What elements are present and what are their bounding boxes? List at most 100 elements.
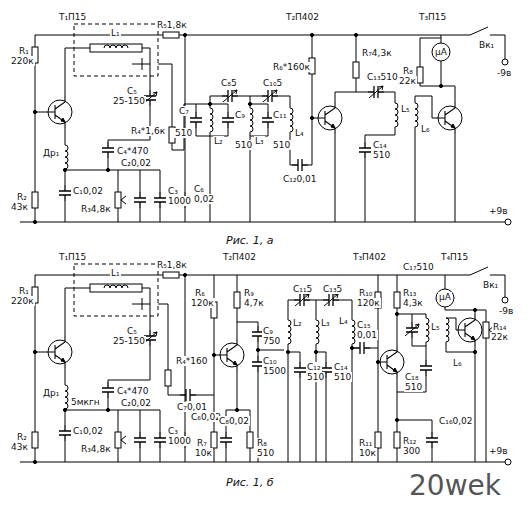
component-label: C₂0,02 bbox=[120, 398, 152, 408]
component-label: L₁ bbox=[110, 28, 121, 38]
component-label: C₁₆0,02 bbox=[438, 416, 474, 426]
component-label: C₁₈ bbox=[404, 372, 420, 382]
component-label: C₄*470 bbox=[116, 146, 150, 156]
component-label: R₉ bbox=[243, 288, 255, 298]
component-label: C₆ bbox=[193, 184, 205, 194]
component-label: R₈ bbox=[256, 438, 268, 448]
component-label: 750 bbox=[262, 336, 281, 346]
component-label: 1500 bbox=[262, 366, 287, 376]
component-label: L₄ bbox=[294, 128, 305, 138]
component-label: L₃ bbox=[320, 318, 331, 328]
component-label: C₁₂0,01 bbox=[282, 174, 318, 184]
component-label: C₃ bbox=[167, 426, 179, 436]
component-label: 510 bbox=[272, 140, 291, 150]
component-label: C₁0,02 bbox=[72, 186, 104, 196]
component-label: T₁П15 bbox=[58, 252, 87, 262]
component-label: 510 bbox=[234, 140, 253, 150]
component-label: L₃ bbox=[254, 136, 265, 146]
component-label: 22к bbox=[398, 76, 417, 86]
component-label: C₂0,02 bbox=[120, 158, 152, 168]
component-label: Вк₁ bbox=[482, 280, 499, 290]
component-label: C₁₀ bbox=[262, 356, 278, 366]
component-label: 5мкгн bbox=[70, 397, 101, 407]
component-label: 220к bbox=[10, 296, 35, 306]
component-label: C₉ bbox=[234, 110, 246, 120]
component-label: L₁ bbox=[110, 268, 121, 278]
component-label: C₁₇510 bbox=[402, 262, 435, 272]
component-label: L₂ bbox=[213, 136, 224, 146]
component-label: C₈5 bbox=[220, 78, 238, 88]
component-label: C₅ bbox=[126, 326, 138, 336]
component-label: R₁₄ bbox=[492, 322, 507, 332]
component-label: R₄*1,6к bbox=[130, 126, 166, 136]
component-label: R₃4,8к bbox=[80, 204, 112, 214]
component-label: 1000 bbox=[167, 436, 192, 446]
component-label: 4,7к bbox=[243, 298, 265, 308]
component-label: Др₁ bbox=[42, 148, 60, 158]
component-label: R₅1,8к bbox=[156, 20, 188, 30]
component-label: R₁ bbox=[18, 46, 30, 56]
component-label: C₁0,02 bbox=[72, 426, 104, 436]
component-label: T₂П402 bbox=[285, 12, 320, 22]
component-label: C₁₀5 bbox=[262, 78, 283, 88]
component-label: T₃П15 bbox=[418, 12, 447, 22]
component-label: C₁₄ bbox=[333, 362, 349, 372]
component-label: C₇ bbox=[178, 106, 190, 116]
component-label: 510 bbox=[174, 128, 193, 138]
component-label: T₃П402 bbox=[352, 252, 387, 262]
component-label: L₆ bbox=[420, 124, 431, 134]
component-label: L₄ bbox=[338, 316, 349, 326]
component-label: R₆*160к bbox=[272, 62, 311, 72]
component-label: 510 bbox=[306, 372, 325, 382]
component-label: C₁₁5 bbox=[292, 284, 313, 294]
component-label: R₅1,8к bbox=[156, 260, 188, 270]
component-label: 10к bbox=[194, 448, 213, 458]
component-label: L₂ bbox=[292, 318, 303, 328]
component-label: 510 bbox=[404, 382, 423, 392]
component-label: R₁₁ bbox=[358, 438, 373, 448]
component-label: R₇4,3к bbox=[361, 48, 393, 58]
component-label: R₇ bbox=[196, 438, 208, 448]
component-label: C₁₄ bbox=[372, 140, 388, 150]
component-label: R₃4,8к bbox=[80, 444, 112, 454]
component-label: L₆ bbox=[452, 358, 463, 368]
component-label: L₅ bbox=[400, 104, 411, 114]
component-label: 43к bbox=[10, 202, 29, 212]
component-label: C₁₅ bbox=[356, 320, 372, 330]
component-label: +9в bbox=[488, 206, 509, 216]
component-label: T₁П15 bbox=[58, 12, 87, 22]
figure-caption: Рис. 1, а bbox=[225, 234, 275, 247]
component-label: R₈ bbox=[402, 66, 414, 76]
component-label: 120к bbox=[356, 298, 381, 308]
component-label: μA bbox=[438, 292, 452, 302]
component-label: R₁₂ bbox=[402, 436, 417, 446]
component-label: C₁₃510 bbox=[366, 72, 399, 82]
component-label: 43к bbox=[10, 442, 29, 452]
component-label: R₂ bbox=[16, 432, 28, 442]
component-label: μA bbox=[434, 47, 448, 57]
component-label: -9в bbox=[496, 68, 512, 78]
input-stage bbox=[20, 24, 200, 224]
component-label: R₆ bbox=[194, 288, 206, 298]
component-label: Др₁ bbox=[42, 388, 60, 398]
component-label: -9в bbox=[498, 306, 514, 316]
component-label: 25-150 bbox=[112, 96, 146, 106]
component-label: R₁ bbox=[18, 286, 30, 296]
component-label: 300 bbox=[402, 446, 421, 456]
component-label: C₁₃5 bbox=[322, 284, 343, 294]
component-label: 25-150 bbox=[112, 336, 146, 346]
component-label: 4,3к bbox=[402, 298, 424, 308]
component-label: C₁₁ bbox=[272, 110, 288, 120]
watermark: 20wek bbox=[408, 470, 502, 502]
component-label: C₃ bbox=[167, 186, 179, 196]
component-label: C₉ bbox=[262, 326, 274, 336]
component-label: 0,01 bbox=[356, 330, 378, 340]
component-label: 510 bbox=[333, 372, 352, 382]
component-label: 10к bbox=[358, 448, 377, 458]
component-label: R₁₀ bbox=[358, 288, 373, 298]
component-label: 0,02 bbox=[193, 194, 215, 204]
component-label: C₈0,02 bbox=[218, 416, 250, 426]
component-label: 120к bbox=[190, 298, 215, 308]
component-label: T₂П402 bbox=[222, 252, 257, 262]
figure-caption: Рис. 1, б bbox=[225, 476, 275, 489]
